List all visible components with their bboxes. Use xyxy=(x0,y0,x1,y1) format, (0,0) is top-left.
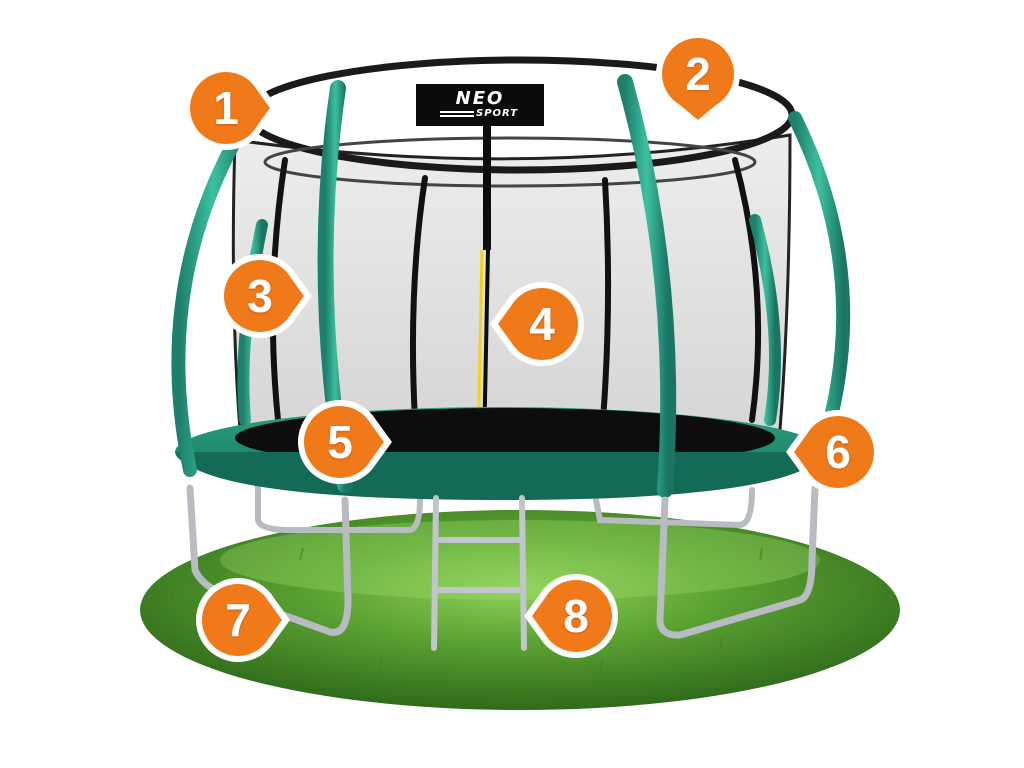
callout-pointer-down-icon xyxy=(655,31,741,128)
callout-pointer-left-icon xyxy=(524,573,619,659)
callout-marker-2: 2 xyxy=(650,26,746,128)
callout-marker-7: 7 xyxy=(190,572,290,668)
callout-number-1: 1 xyxy=(213,82,239,134)
brand-logo-bottom: SPORT xyxy=(476,108,519,119)
callout-marker-3: 3 xyxy=(212,248,312,344)
callout-pointer-right-icon xyxy=(297,399,392,485)
callout-pointer-left-icon xyxy=(786,409,881,495)
callout-number-4: 4 xyxy=(529,298,555,350)
grass-base xyxy=(140,510,900,710)
brand-logo-lines xyxy=(440,111,474,119)
callout-marker-1: 1 xyxy=(178,60,278,156)
callout-number-6: 6 xyxy=(825,426,851,478)
callout-number-7: 7 xyxy=(225,594,251,646)
callout-pointer-right-icon xyxy=(183,65,278,151)
callout-marker-6: 6 xyxy=(786,404,886,500)
callout-number-8: 8 xyxy=(563,590,589,642)
ladder xyxy=(431,495,527,651)
brand-logo-sign: NEO SPORT xyxy=(416,84,544,126)
callout-number-2: 2 xyxy=(685,48,711,100)
callout-pointer-right-icon xyxy=(217,253,312,339)
back-legs xyxy=(255,477,755,533)
callout-marker-4: 4 xyxy=(490,276,590,372)
callout-number-3: 3 xyxy=(247,270,273,322)
net-middle-ring xyxy=(263,136,757,188)
brand-logo-top: NEO xyxy=(455,88,505,109)
callout-marker-8: 8 xyxy=(524,568,624,664)
callout-pointer-right-icon xyxy=(195,577,290,663)
callout-marker-5: 5 xyxy=(292,394,392,490)
callout-pointer-left-icon xyxy=(490,281,585,367)
callout-number-5: 5 xyxy=(327,416,353,468)
